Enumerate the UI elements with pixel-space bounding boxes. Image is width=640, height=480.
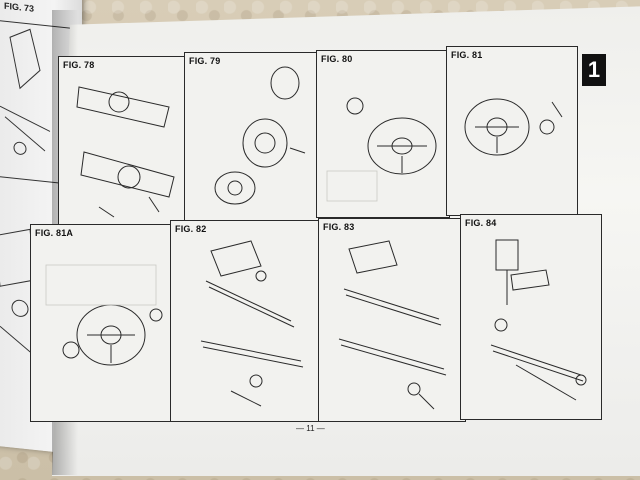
figure-panel: FIG. 78	[58, 56, 192, 230]
figure-label: FIG. 80	[321, 54, 353, 64]
figure-label: FIG. 79	[189, 56, 221, 66]
figure-label: FIG. 84	[465, 218, 497, 228]
figure-panel: FIG. 81A	[30, 224, 178, 422]
figure-label: FIG. 83	[323, 222, 355, 232]
axle-diagram	[76, 86, 175, 218]
figure-panel: FIG. 79	[184, 52, 322, 224]
figure-label: FIG. 81A	[35, 228, 74, 238]
figure-label: FIG. 81	[451, 50, 483, 60]
steering-gear-diagram	[490, 239, 587, 401]
wheel-hub-diagram	[214, 66, 306, 205]
steering-wheel-diagram	[326, 97, 437, 202]
section-tab-number: 1	[587, 57, 601, 82]
figure-panel: FIG. 83	[318, 218, 466, 422]
figure-panel: FIG. 84	[460, 214, 602, 420]
steering-wheel-diagram	[464, 98, 563, 156]
section-tab: 1	[582, 54, 606, 86]
figure-panel: FIG. 82	[170, 220, 322, 422]
figure-label: FIG. 82	[175, 224, 207, 234]
figure-panel: FIG. 80	[316, 50, 450, 218]
figure-panel: FIG. 81	[446, 46, 578, 216]
tie-rod-diagram	[200, 240, 304, 407]
figure-label: FIG. 78	[63, 60, 95, 70]
steering-wheel-diagram	[45, 264, 163, 366]
page-number: — 11 —	[296, 424, 325, 433]
tie-rod-diagram	[338, 240, 447, 410]
